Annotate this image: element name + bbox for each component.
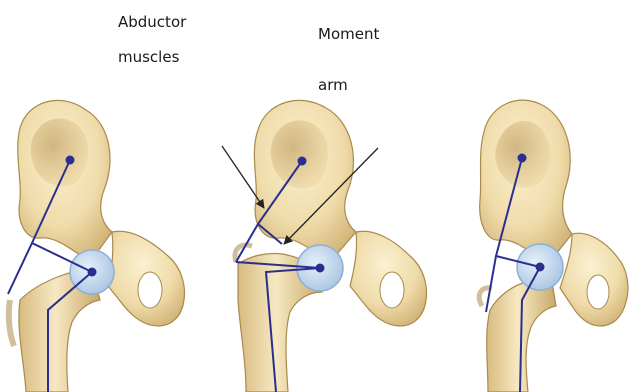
hip-panel-right <box>479 100 628 392</box>
pivot-dot <box>88 268 97 277</box>
pivot-dot <box>298 157 307 166</box>
hip-panel-left <box>8 100 184 392</box>
pivot-dot <box>518 154 527 163</box>
pivot-dot <box>536 263 545 272</box>
pivot-dot <box>316 264 325 273</box>
pivot-dot <box>66 156 75 165</box>
hip-panel-middle <box>222 100 426 392</box>
